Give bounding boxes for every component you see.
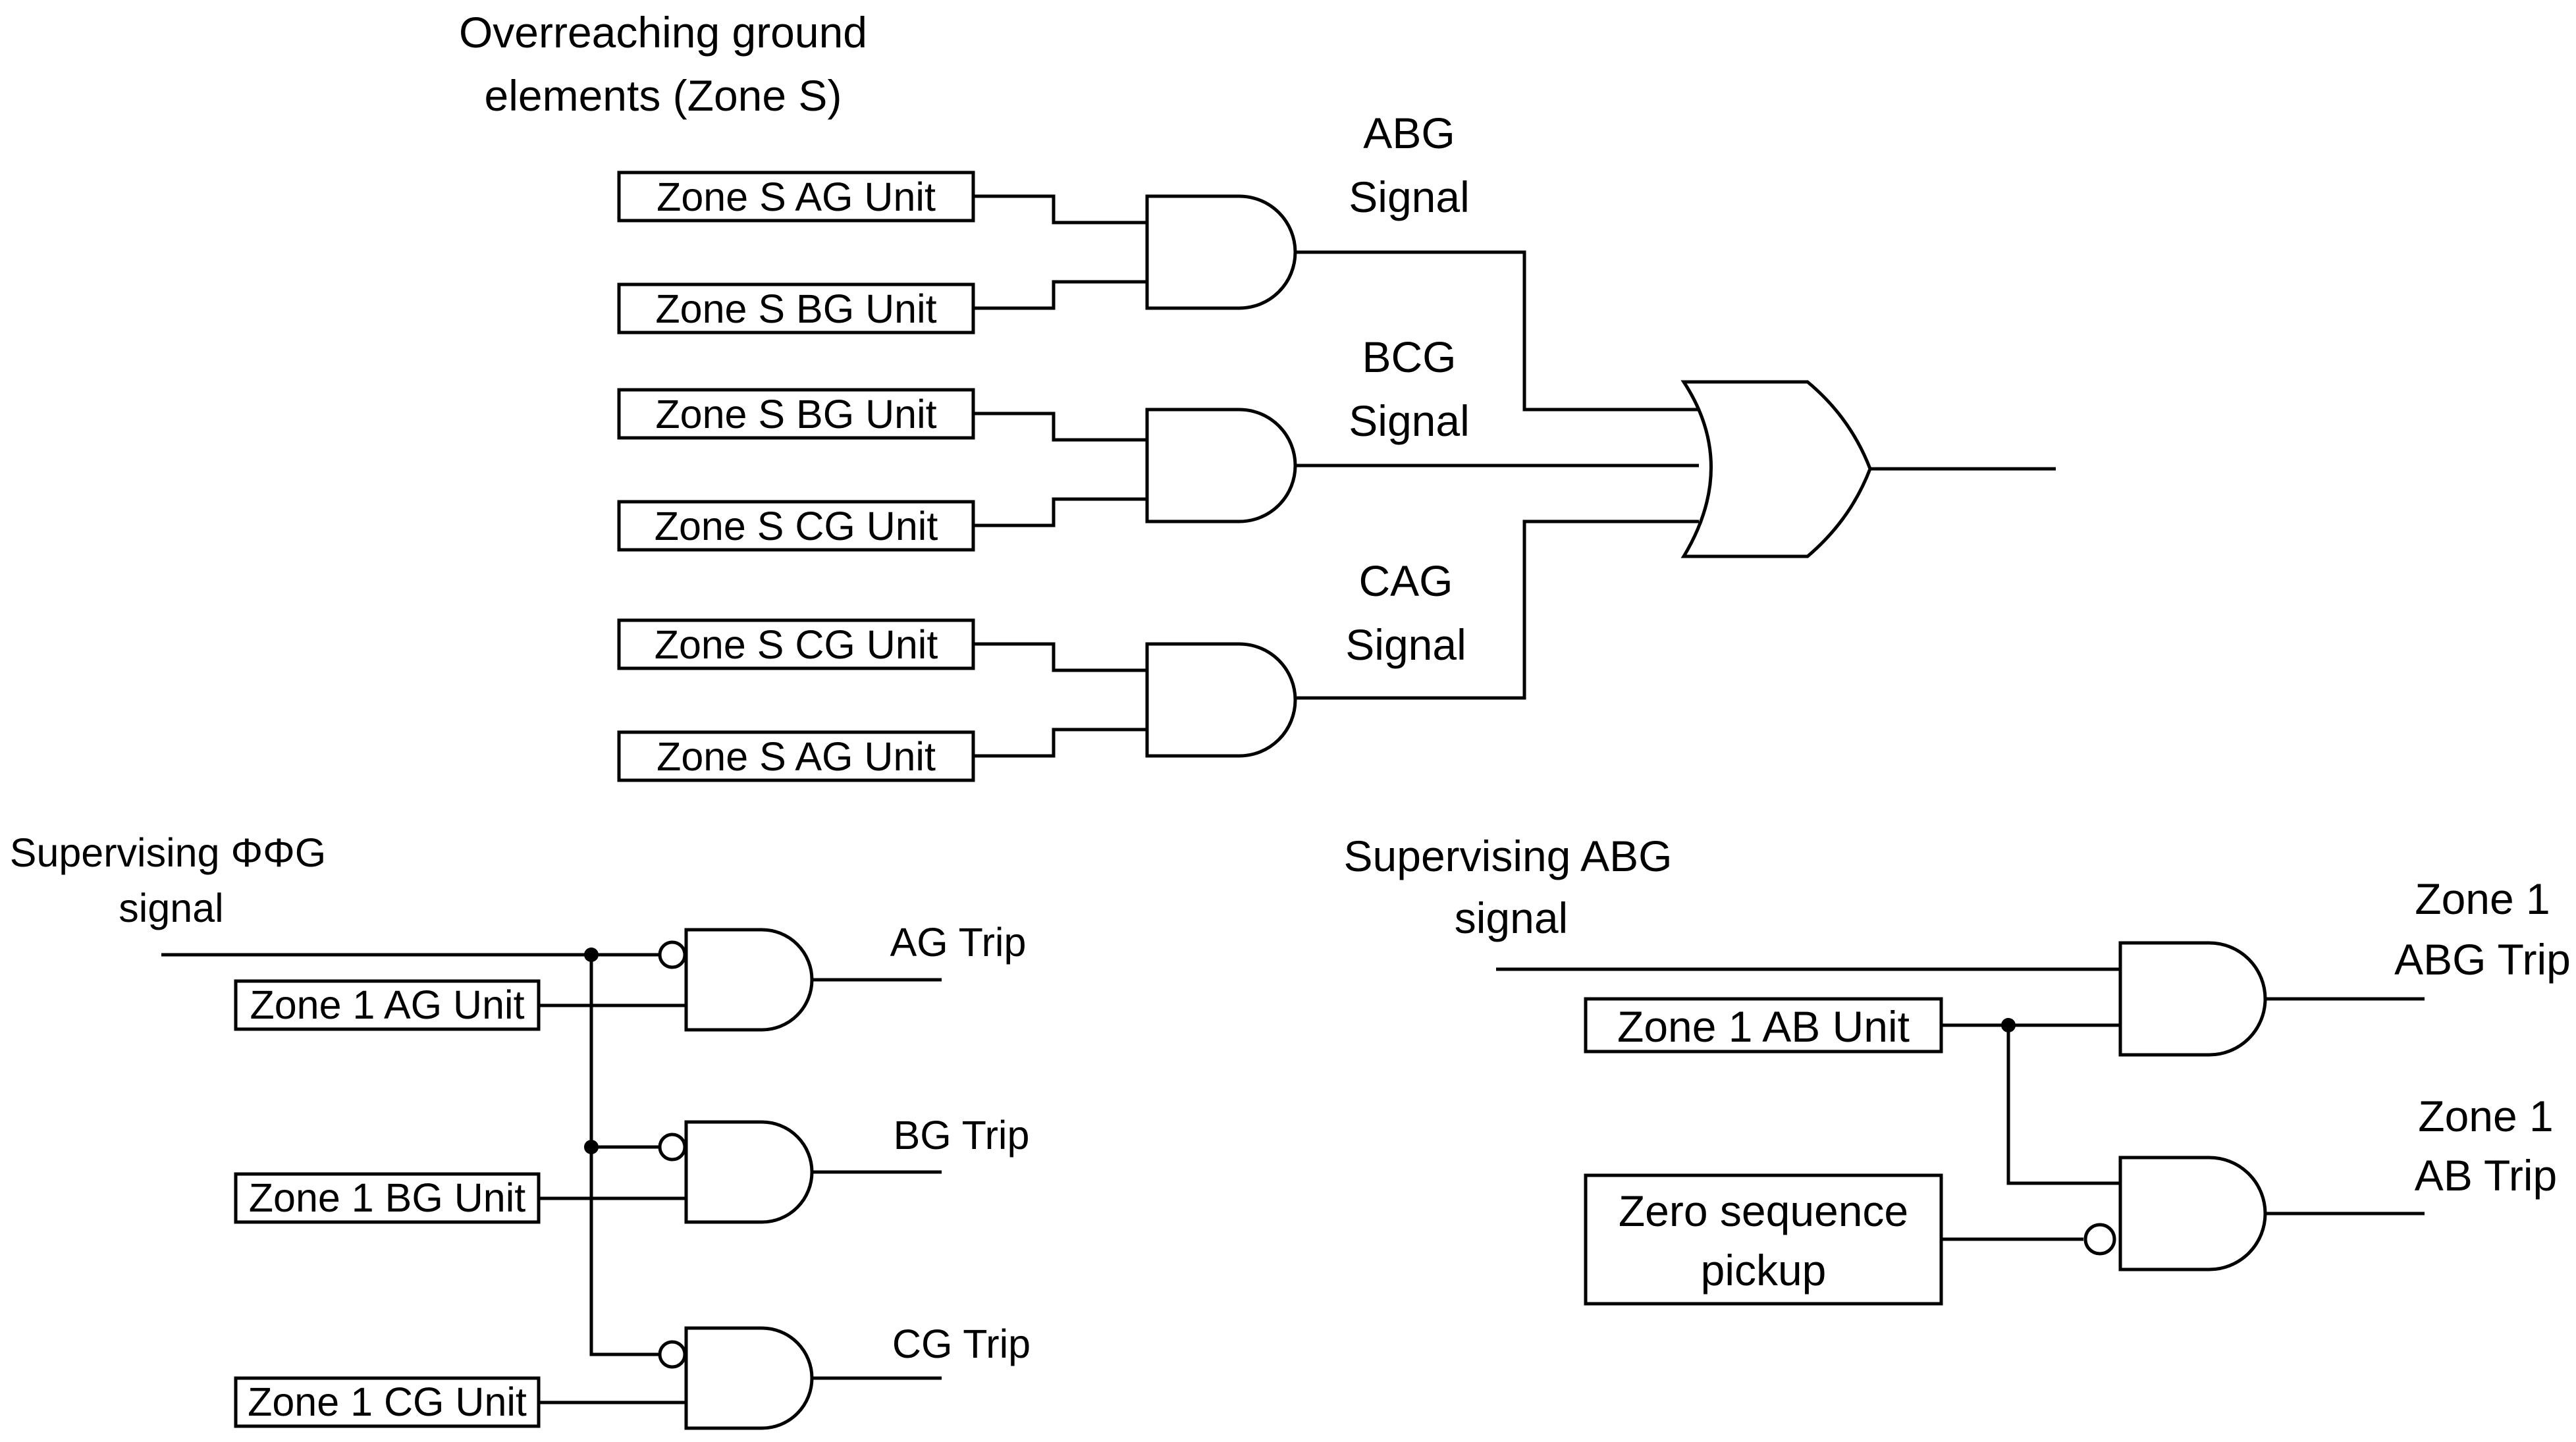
and-gate-zone1-ab-trip	[2118, 1156, 2267, 1271]
zone1-abg-trip-label-line1: Zone 1	[2415, 874, 2550, 923]
svg-text:Zone 1 BG Unit: Zone 1 BG Unit	[249, 1175, 525, 1220]
overreaching-caption-line2: elements (Zone S)	[485, 71, 842, 120]
bcg-signal-label-line2: Signal	[1349, 396, 1469, 445]
and-gate-bcg	[1145, 408, 1297, 523]
svg-text:Zone S BG Unit: Zone S BG Unit	[655, 392, 936, 437]
zone-s-input-3: Zone S BG Unit	[617, 388, 975, 440]
cg-trip-label: CG Trip	[892, 1322, 1031, 1366]
cg-invert-bubble	[658, 1340, 687, 1369]
zero-seq-invert-bubble	[2083, 1223, 2116, 1256]
supervising-ppg-caption-line2: signal	[119, 886, 223, 930]
svg-text:Zone S BG Unit: Zone S BG Unit	[655, 286, 936, 331]
zone-s-input-2: Zone S BG Unit	[617, 282, 975, 334]
and-gate-bg-trip	[684, 1120, 814, 1224]
zone-s-input-5: Zone S CG Unit	[617, 618, 975, 670]
or-gate	[1680, 380, 1872, 558]
zone-1-ab-unit: Zone 1 AB Unit	[1584, 997, 1943, 1054]
svg-text:pickup: pickup	[1701, 1246, 1827, 1295]
zone-1-cg-unit: Zone 1 CG Unit	[234, 1376, 541, 1428]
bg-trip-label: BG Trip	[894, 1113, 1030, 1158]
zone-s-input-1: Zone S AG Unit	[617, 171, 975, 223]
svg-text:Zero sequence: Zero sequence	[1619, 1187, 1908, 1235]
and-gate-abg	[1145, 194, 1297, 310]
zone-s-input-4: Zone S CG Unit	[617, 500, 975, 552]
ag-invert-bubble	[658, 940, 687, 969]
zone-1-bg-unit: Zone 1 BG Unit	[234, 1172, 541, 1224]
svg-text:Zone 1 CG Unit: Zone 1 CG Unit	[248, 1379, 527, 1424]
signal-wires	[1295, 250, 1699, 700]
ag-trip-label: AG Trip	[890, 920, 1027, 965]
svg-text:Zone 1 AB Unit: Zone 1 AB Unit	[1617, 1002, 1910, 1051]
cag-signal-label-line1: CAG	[1358, 556, 1453, 605]
zone-1-unit-wires	[539, 1003, 686, 1404]
svg-text:Zone S CG Unit: Zone S CG Unit	[655, 504, 938, 548]
supervising-abg-caption-line2: signal	[1455, 894, 1568, 942]
zone1-ab-trip-label-line1: Zone 1	[2418, 1092, 2553, 1140]
zone-1-ag-unit: Zone 1 AG Unit	[234, 979, 541, 1031]
overreaching-caption-line1: Overreaching ground	[459, 8, 867, 57]
zone-s-input-6: Zone S AG Unit	[617, 730, 975, 782]
svg-text:Zone S CG Unit: Zone S CG Unit	[655, 622, 938, 667]
zone1-abg-trip-label-line2: ABG Trip	[2394, 935, 2571, 984]
zone-s-input-wires	[973, 194, 1147, 758]
trip-output-wires	[812, 978, 942, 1380]
svg-text:Zone 1 AG Unit: Zone 1 AG Unit	[250, 982, 524, 1027]
svg-text:Zone S AG Unit: Zone S AG Unit	[657, 174, 936, 219]
zone1-trip-output-wires	[2265, 997, 2425, 1215]
zero-sequence-pickup-box: Zero sequence pickup	[1584, 1173, 1943, 1306]
supervising-ppg-caption-line1: Supervising ΦΦG	[10, 830, 326, 875]
and-gate-cg-trip	[684, 1326, 814, 1430]
and-gate-cag	[1145, 642, 1297, 758]
supervising-ppg-wires	[161, 948, 658, 1356]
cag-signal-label-line2: Signal	[1345, 620, 1466, 669]
supervising-abg-wires	[1496, 967, 2120, 1241]
bg-invert-bubble	[658, 1133, 687, 1162]
bcg-signal-label-line1: BCG	[1362, 333, 1456, 381]
zone1-ab-trip-label-line2: AB Trip	[2415, 1151, 2557, 1200]
supervising-abg-caption-line1: Supervising ABG	[1344, 832, 1673, 880]
svg-text:Zone S AG Unit: Zone S AG Unit	[657, 734, 936, 779]
and-gate-zone1-abg-trip	[2118, 941, 2267, 1057]
and-gate-ag-trip	[684, 928, 814, 1032]
abg-signal-label-line2: Signal	[1349, 173, 1469, 221]
abg-signal-label-line1: ABG	[1363, 109, 1455, 157]
